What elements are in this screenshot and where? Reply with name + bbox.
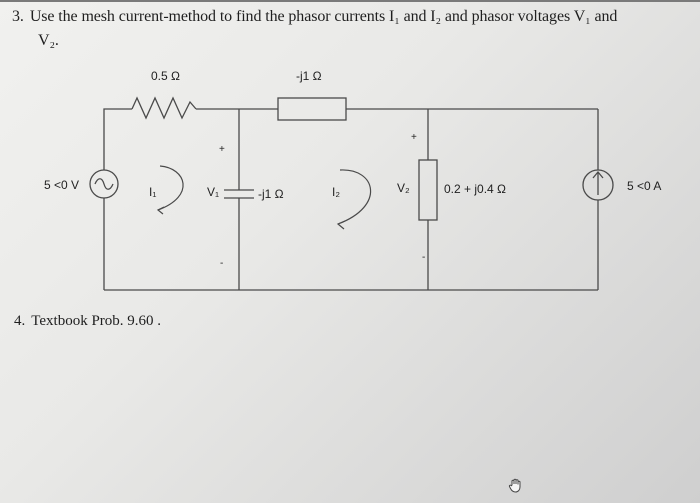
current-source-icon bbox=[582, 169, 614, 201]
plus-sign-v2: + bbox=[411, 132, 417, 143]
label-impedance-right: 0.2 + j0.4 Ω bbox=[444, 182, 506, 196]
impedance-box-right bbox=[418, 159, 438, 221]
label-v1: V₁ bbox=[207, 185, 219, 199]
impedance-box-top bbox=[277, 97, 347, 121]
circuit-wires bbox=[103, 108, 599, 291]
question-3-text-line1: Use the mesh current-method to find the … bbox=[29, 8, 618, 25]
mesh-arrow-2 bbox=[336, 169, 372, 230]
label-v2: V₂ bbox=[397, 181, 410, 195]
top-divider bbox=[0, 0, 700, 2]
hand-cursor-icon bbox=[508, 478, 521, 493]
question-3: 3. Use the mesh current-method to find th… bbox=[12, 5, 700, 49]
label-impedance-top: -j1 Ω bbox=[296, 69, 322, 83]
question-3-number: 3. bbox=[12, 8, 24, 25]
label-capacitor: -j1 Ω bbox=[258, 187, 284, 201]
mesh-arrow-1 bbox=[156, 165, 184, 215]
question-4-number: 4. bbox=[14, 313, 26, 329]
label-voltage-source: 5 <0 V bbox=[44, 178, 79, 192]
voltage-source-icon bbox=[89, 169, 119, 199]
label-mesh-2: I₂ bbox=[332, 185, 340, 199]
wire-top-left bbox=[103, 108, 132, 170]
label-mesh-1: I₁ bbox=[149, 185, 156, 199]
question-4-text: Textbook Prob. 9.60 . bbox=[31, 313, 162, 329]
label-resistor-top: 0.5 Ω bbox=[151, 69, 180, 83]
question-4: 4. Textbook Prob. 9.60 . bbox=[14, 313, 161, 330]
question-3-text-line2: V₂. bbox=[38, 32, 59, 49]
capacitor-icon bbox=[224, 189, 254, 199]
resistor-zigzag bbox=[131, 96, 197, 120]
minus-sign-v1: - bbox=[220, 258, 223, 269]
plus-sign-v1: + bbox=[219, 144, 225, 155]
label-current-source: 5 <0 A bbox=[627, 179, 661, 193]
minus-sign-v2: - bbox=[422, 252, 425, 263]
